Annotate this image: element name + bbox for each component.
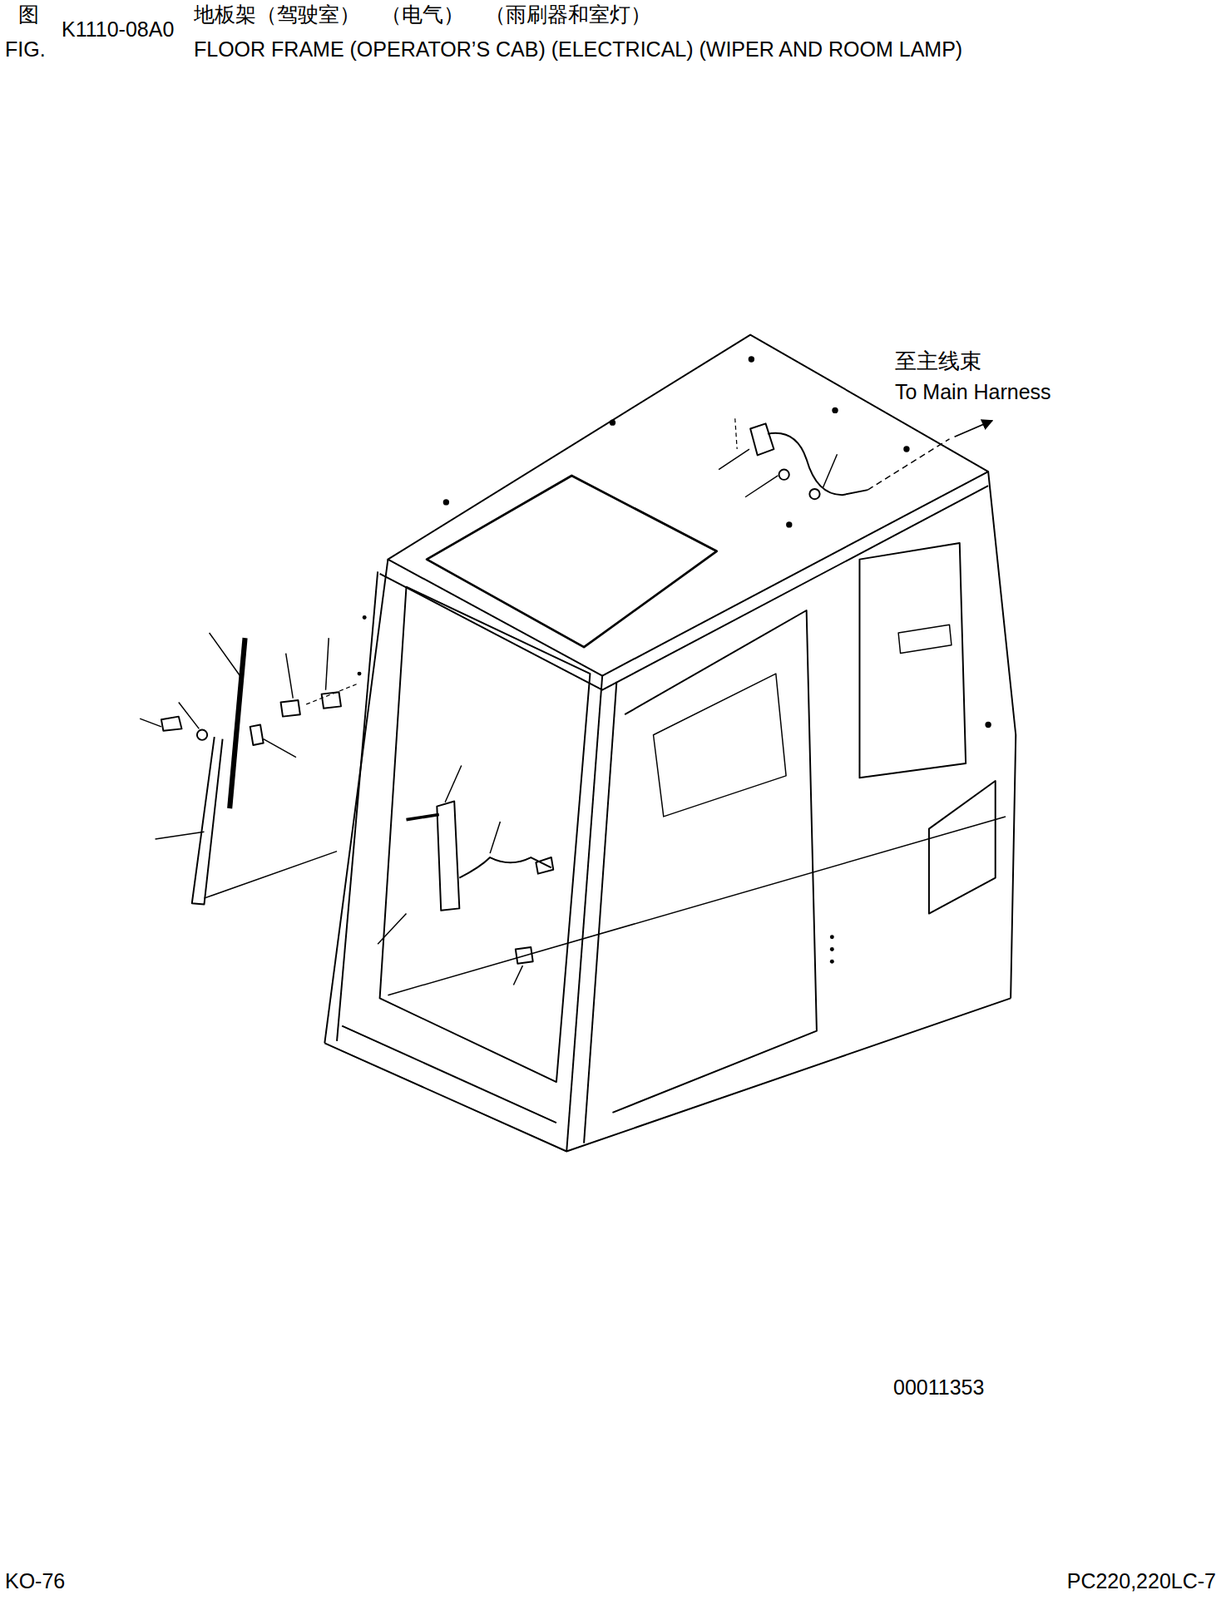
front-right-pillar-inner	[583, 682, 617, 1144]
figure-title-cn: 地板架（驾驶室） （电气） （雨刷器和室灯）	[193, 3, 652, 27]
rear-opening	[929, 781, 996, 915]
grommet	[321, 692, 342, 709]
leader-lines	[718, 449, 837, 498]
lamp-harness	[767, 433, 868, 496]
front-left-pillar	[324, 559, 388, 1044]
harness-route	[867, 439, 950, 490]
door-opening	[612, 610, 816, 1113]
cap	[281, 700, 301, 717]
figure-number: K1110-08A0	[61, 18, 174, 42]
bolt	[515, 947, 534, 964]
figure-label-cn: 图	[18, 3, 40, 27]
lamp-switch	[779, 469, 790, 480]
console	[653, 673, 787, 817]
figure-label: FIG.	[4, 38, 46, 62]
drawing-number: 00011353	[893, 1376, 984, 1400]
window-detail	[898, 624, 952, 653]
nut	[161, 716, 183, 732]
figure-title: FLOOR FRAME (OPERATOR’S CAB) (ELECTRICAL…	[193, 38, 963, 62]
wiper-blade	[229, 637, 245, 809]
leader-lines	[377, 766, 523, 986]
rear-pillar	[988, 471, 1016, 999]
floor-line	[387, 816, 1006, 996]
bracket	[250, 724, 264, 746]
motor-shaft	[406, 814, 440, 820]
front-window	[380, 587, 591, 1083]
harness-note: To Main Harness	[894, 380, 1052, 405]
direction-arrow	[954, 420, 993, 438]
washer	[197, 730, 208, 741]
assembly-line	[203, 851, 337, 899]
connector	[535, 857, 554, 875]
model-number: PC220,220LC-7	[1067, 1570, 1217, 1594]
harness-note-cn: 至主线束	[894, 349, 982, 374]
front-left-pillar-inner	[336, 571, 378, 1042]
wiper-motor	[436, 801, 460, 911]
wiper-arm	[192, 736, 223, 905]
roof-edge	[380, 485, 989, 690]
assembly-line	[306, 683, 357, 705]
grommet	[809, 489, 820, 500]
lamp-outline	[735, 418, 737, 450]
leader-lines	[139, 632, 329, 840]
page-number: KO-76	[4, 1570, 65, 1594]
cab-floor-edge	[341, 1026, 557, 1124]
room-lamp	[750, 423, 774, 455]
skylight	[426, 475, 717, 648]
side-window	[859, 543, 966, 778]
